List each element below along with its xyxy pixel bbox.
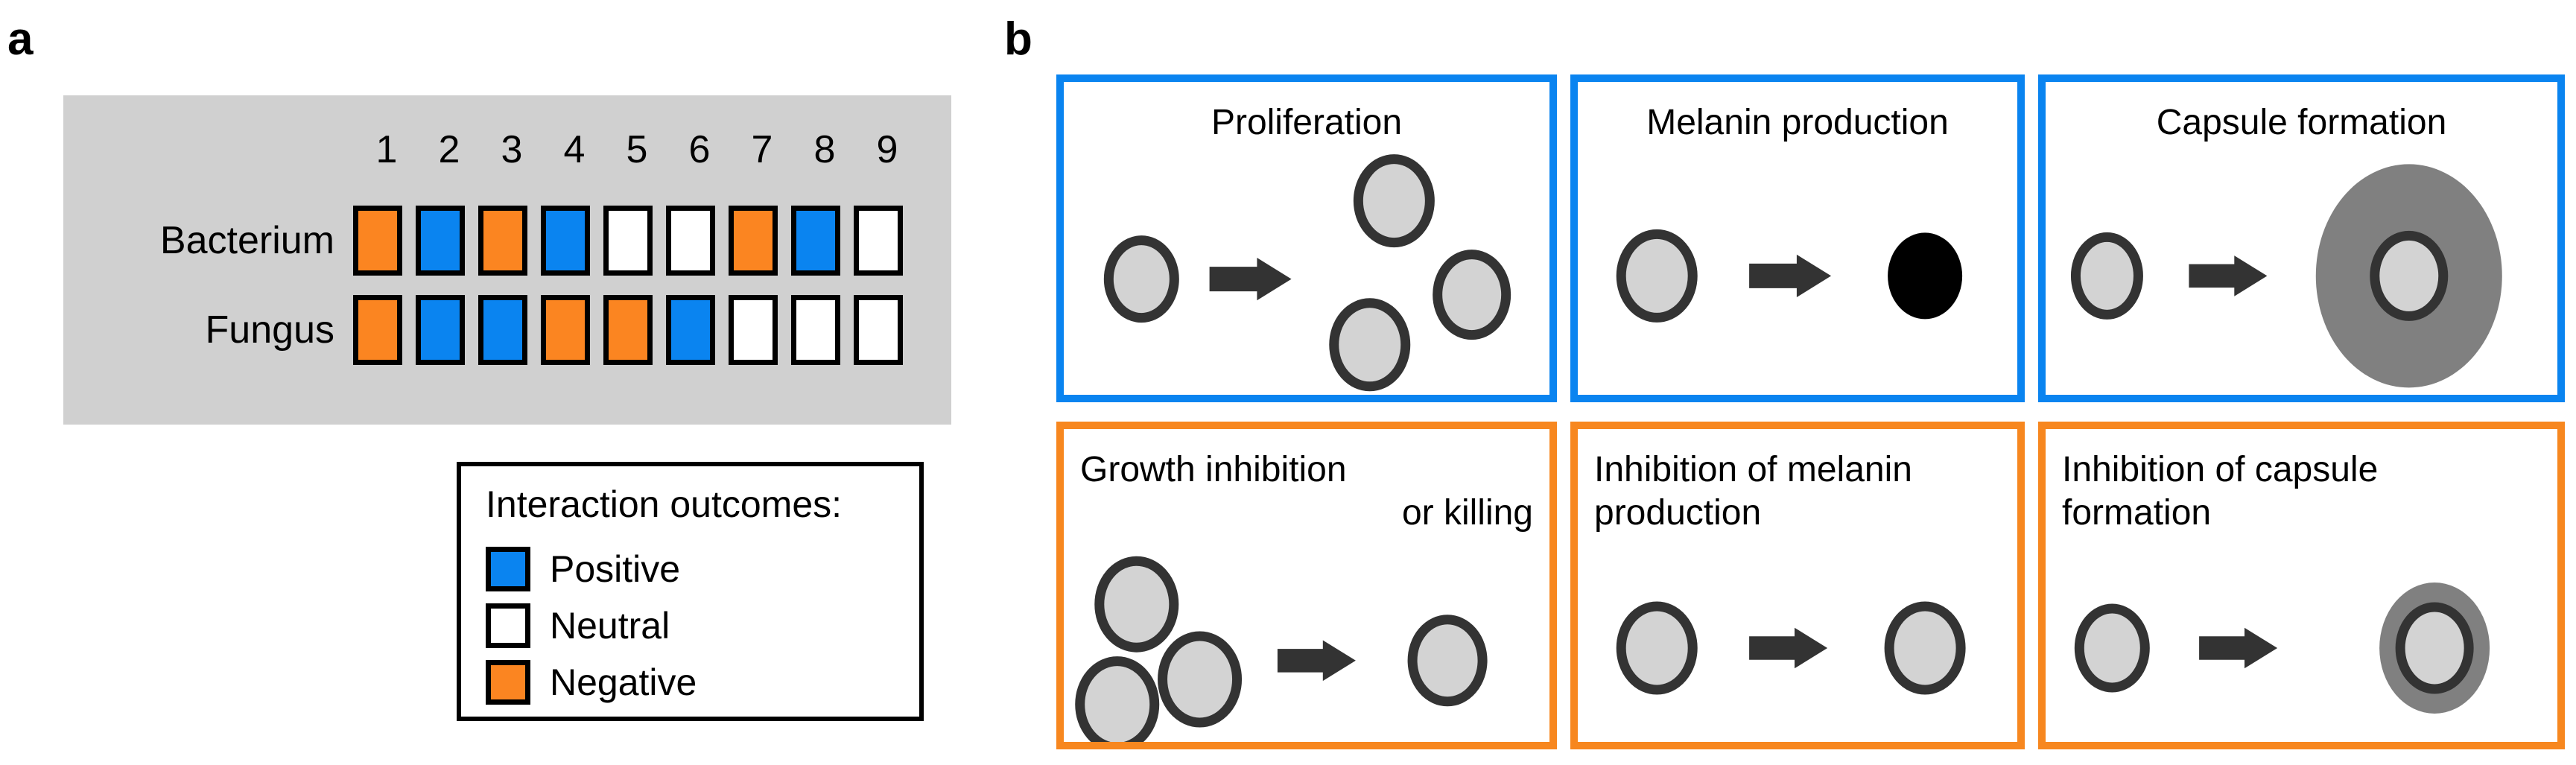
legend-item-positive: Positive (486, 541, 697, 597)
box-title-line-2: production (1594, 493, 1762, 533)
outcome-box-capsule-formation: Capsule formation (2038, 74, 2565, 402)
grid-cell-fungus-5 (603, 295, 653, 365)
row-label-bacterium: Bacterium (159, 219, 334, 262)
legend-title: Interaction outcomes: (486, 483, 843, 525)
box-title: Growth inhibition or killing (1064, 448, 1549, 535)
legend-label-neutral: Neutral (550, 605, 670, 647)
box-title: Inhibition of capsule formation (2046, 448, 2557, 535)
box-title: Inhibition of melanin production (1578, 448, 2017, 535)
box-title: Melanin production (1578, 101, 2017, 145)
legend-item-neutral: Neutral (486, 597, 697, 654)
panel-label-a: a (7, 13, 34, 65)
panel-label-b: b (1004, 13, 1032, 65)
grid-column-header-9: 9 (876, 128, 898, 171)
diagram-one-cell-to-three-cells (1064, 82, 1549, 395)
grid-cell-bacterium-1 (353, 206, 402, 276)
box-title-line-1: Inhibition of capsule (2062, 450, 2379, 489)
grid-cell-fungus-8 (791, 295, 840, 365)
grid-column-header-4: 4 (563, 128, 586, 171)
grid-column-header-2: 2 (438, 128, 460, 171)
legend-swatch-positive (486, 547, 530, 591)
diagram-cell-to-large-capsule-cell (2046, 82, 2557, 395)
grid-column-header-5: 5 (626, 128, 648, 171)
diagram-cell-to-small-capsule-cell (2046, 429, 2557, 742)
grid-cell-fungus-4 (541, 295, 590, 365)
row-label-fungus: Fungus (205, 308, 334, 352)
grid-column-header-7: 7 (751, 128, 773, 171)
grid-cell-fungus-7 (729, 295, 778, 365)
diagram-cell-to-black-cell (1578, 82, 2017, 395)
outcome-box-inhibition-capsule: Inhibition of capsule formation (2038, 422, 2565, 749)
grid-cell-bacterium-9 (854, 206, 903, 276)
grid-row-fungus: Fungus (63, 295, 910, 365)
box-title: Capsule formation (2046, 101, 2557, 145)
diagram-cell-to-cell (1578, 429, 2017, 742)
grid-column-header-8: 8 (813, 128, 836, 171)
box-title-line-1: Proliferation (1211, 103, 1403, 142)
box-title-line-1: Capsule formation (2156, 103, 2447, 142)
grid-column-header-6: 6 (688, 128, 711, 171)
outcome-box-growth-inhibition: Growth inhibition or killing (1056, 422, 1557, 749)
grid-cell-bacterium-6 (666, 206, 715, 276)
box-title-line-1: Melanin production (1646, 103, 1949, 142)
legend-swatch-neutral (486, 603, 530, 648)
legend-label-positive: Positive (550, 548, 681, 590)
box-title-line-2: formation (2062, 493, 2212, 533)
grid-cell-fungus-3 (478, 295, 527, 365)
outcome-box-inhibition-melanin: Inhibition of melanin production (1570, 422, 2025, 749)
grid-cell-fungus-9 (854, 295, 903, 365)
grid-cell-bacterium-8 (791, 206, 840, 276)
grid-cell-fungus-6 (666, 295, 715, 365)
legend-swatch-negative (486, 660, 530, 705)
legend-label-negative: Negative (550, 661, 697, 703)
grid-row-bacterium: Bacterium (63, 206, 910, 276)
grid-cells-bacterium (346, 206, 910, 276)
grid-cell-bacterium-3 (478, 206, 527, 276)
outcome-box-melanin-production: Melanin production (1570, 74, 2025, 402)
grid-cell-fungus-2 (416, 295, 465, 365)
diagram-three-cells-to-one-cell (1064, 429, 1549, 742)
grid-cell-bacterium-7 (729, 206, 778, 276)
box-title-line-1: Growth inhibition (1080, 450, 1347, 489)
box-title-line-2: or killing (1401, 493, 1533, 533)
grid-cells-fungus (346, 295, 910, 365)
grid-column-header-1: 1 (375, 128, 398, 171)
grid-cell-bacterium-2 (416, 206, 465, 276)
grid-cell-bacterium-4 (541, 206, 590, 276)
grid-cell-bacterium-5 (603, 206, 653, 276)
box-title: Proliferation (1064, 101, 1549, 145)
outcome-box-proliferation: Proliferation (1056, 74, 1557, 402)
grid-column-header-3: 3 (501, 128, 523, 171)
legend-item-negative: Negative (486, 654, 697, 711)
box-title-line-1: Inhibition of melanin (1594, 450, 1912, 489)
grid-cell-fungus-1 (353, 295, 402, 365)
